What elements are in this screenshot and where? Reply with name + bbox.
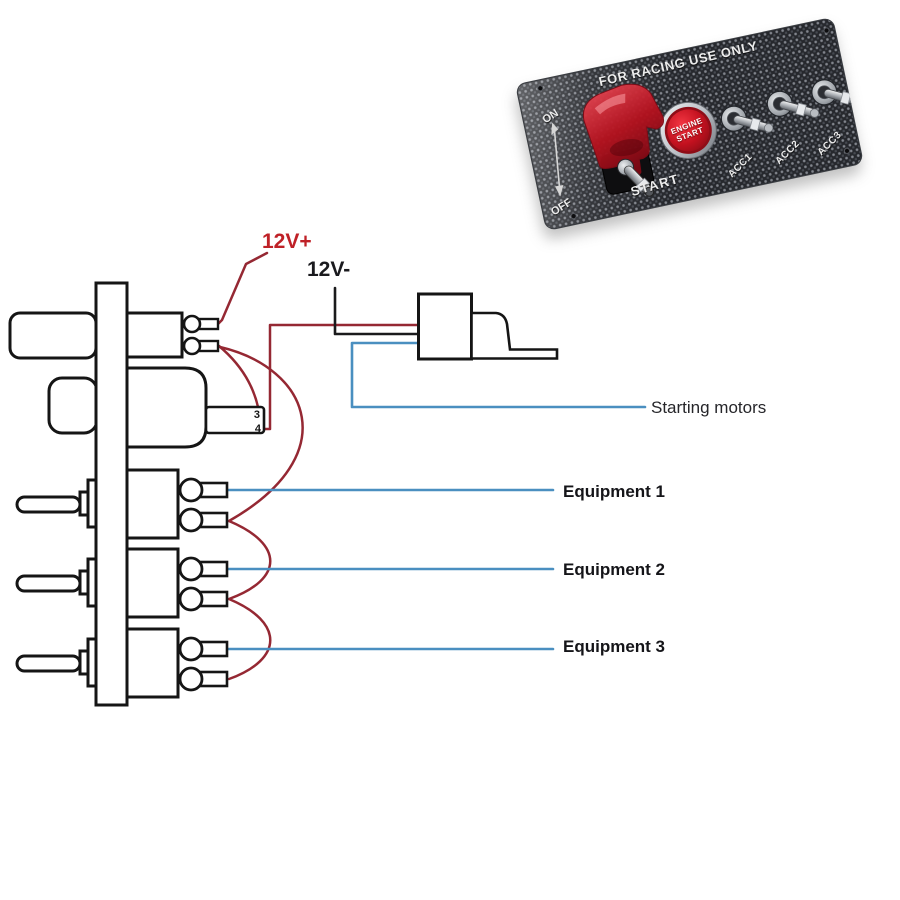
switch-levers	[8, 311, 99, 688]
label-equipment-3: Equipment 3	[563, 637, 666, 656]
terminals	[178, 314, 229, 692]
acc1-lug-bottom	[198, 511, 229, 529]
main-terminal-1	[182, 314, 202, 334]
acc2-lug-top	[198, 560, 229, 578]
wires	[216, 251, 647, 681]
wire-main-switch-to-acc1	[218, 345, 304, 523]
screw-hole-top-left	[537, 85, 544, 92]
acc3-body	[125, 627, 180, 699]
acc1-body	[125, 468, 180, 540]
main-terminal-lug-2	[197, 339, 220, 353]
wire-main-switch-to-start-button	[217, 344, 260, 409]
wire-12v-positive-feed	[216, 251, 269, 326]
start-terminal-3-label: 3	[254, 409, 260, 421]
main-toggle-lever	[623, 165, 655, 197]
product-photo: FOR RACING USE ONLY ON OFF START ENGINE …	[514, 16, 865, 232]
relay	[417, 292, 559, 361]
acc2-terminal-top	[178, 556, 204, 582]
acc3-lever	[15, 654, 82, 673]
wire-relay-to-starting-motors	[350, 341, 647, 409]
label-equipment-1: Equipment 1	[563, 482, 666, 501]
flip-cover-switch	[582, 83, 665, 197]
acc2-lug-bottom	[198, 590, 229, 608]
acc3-terminal-top	[178, 636, 204, 662]
relay-box	[417, 292, 473, 361]
wire-12v-negative	[333, 286, 422, 336]
start-terminal-4-label: 4	[255, 423, 262, 435]
screw-hole-bottom-right	[843, 147, 851, 154]
acc-toggles	[720, 79, 864, 133]
arrow-head-down	[555, 185, 564, 197]
cover-shadow	[609, 139, 644, 157]
screw-hole-bottom-left	[570, 213, 577, 220]
label-starting-motors: Starting motors	[651, 398, 767, 417]
main-terminal-2	[182, 336, 202, 356]
label-equipment-2: Equipment 2	[563, 560, 666, 579]
acc2-lever	[15, 574, 82, 593]
acc1-lever	[15, 495, 82, 514]
acc3-lug-top	[198, 640, 229, 658]
screw-holes	[537, 27, 851, 220]
arrow-head-up	[551, 122, 559, 135]
label-12v-positive: 12V+	[262, 230, 312, 253]
acc2-terminal-bottom	[178, 586, 204, 612]
start-button-front	[47, 376, 99, 435]
main-terminal-lug-1	[197, 317, 220, 331]
wire-start-button-to-relay	[261, 323, 422, 431]
panel-graphics	[537, 27, 864, 220]
acc2-toggle	[766, 90, 820, 118]
relay-bracket	[470, 311, 559, 360]
screw-hole-top-right	[823, 27, 830, 34]
main-switch-body	[125, 311, 184, 359]
acc1-terminal-top	[178, 477, 204, 503]
acc3-lug-bottom	[198, 670, 229, 688]
panel-bar	[94, 281, 129, 707]
start-button-terminal-block	[204, 405, 266, 435]
acc2-body	[125, 547, 180, 619]
label-12v-negative: 12V-	[307, 258, 351, 281]
cover-highlight	[594, 93, 626, 115]
acc1-toggle	[720, 105, 774, 133]
wire-acc2-to-acc3	[227, 597, 272, 681]
acc1-lug-top	[198, 481, 229, 499]
on-off-arrow	[551, 122, 564, 197]
main-switch-cover-lever	[8, 311, 98, 360]
engine-start-button	[659, 101, 717, 159]
lever-collar	[635, 177, 650, 193]
acc3-terminal-bottom	[178, 666, 204, 692]
start-button-body	[125, 366, 208, 449]
acc1-terminal-bottom	[178, 507, 204, 533]
switch-bodies	[125, 311, 266, 699]
wire-acc1-to-acc2	[227, 519, 272, 601]
lever-tip	[644, 186, 655, 197]
button-face	[667, 109, 710, 152]
